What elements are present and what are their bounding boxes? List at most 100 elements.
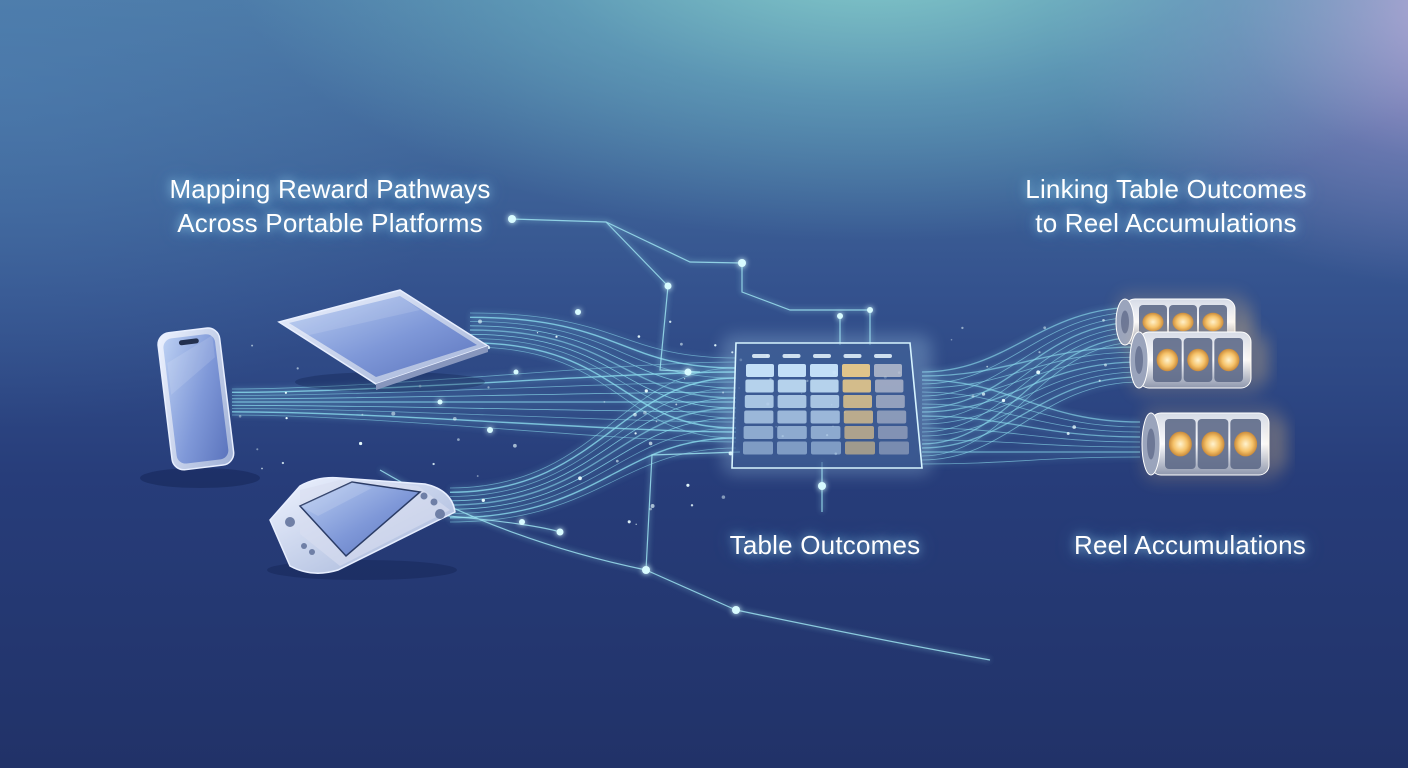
table-cell: [843, 395, 872, 408]
table-cell: [844, 426, 874, 439]
sparkle: [1038, 351, 1041, 354]
sparkle: [478, 319, 482, 324]
pathway-line: [231, 391, 737, 400]
table-cell: [878, 426, 908, 439]
node: [837, 313, 843, 319]
table-header-bar: [752, 354, 892, 358]
node: [818, 482, 826, 490]
tablet-icon: [277, 289, 490, 392]
pathway-line: [231, 414, 737, 443]
node: [642, 566, 650, 574]
sparkle: [361, 413, 364, 416]
sparkle: [648, 441, 653, 446]
node: [664, 282, 672, 290]
pathway-line: [921, 326, 1141, 421]
table-cell: [842, 364, 870, 377]
node: [556, 528, 564, 536]
table-cell: [777, 395, 807, 408]
reel-trail: [1271, 421, 1287, 467]
pathway-line: [449, 427, 737, 514]
sparkle: [627, 520, 631, 524]
node: [575, 309, 581, 315]
pathway-line: [231, 404, 737, 413]
sparkle: [536, 332, 539, 334]
table-cell: [777, 379, 807, 393]
linking-title-line1: Linking Table Outcomes: [1025, 174, 1307, 204]
sparkle: [655, 420, 658, 423]
phone-icon: [140, 327, 260, 488]
sparkle: [714, 344, 717, 347]
pathway-line: [231, 371, 737, 393]
sparkle: [683, 378, 686, 380]
pathway-line: [921, 341, 1141, 457]
table-cell: [810, 395, 840, 408]
node: [732, 606, 740, 614]
table-cell: [810, 379, 839, 393]
sparkle: [633, 412, 637, 417]
table-header-cell: [782, 354, 801, 358]
sparkle: [1043, 326, 1047, 330]
table-cell: [777, 410, 807, 424]
sparkle: [634, 432, 637, 435]
slot-reels: [1115, 293, 1287, 481]
table-cell: [778, 364, 806, 377]
sparkle: [690, 504, 694, 507]
reel-symbol: [1156, 348, 1179, 372]
node: [513, 369, 519, 375]
pathway-line: [921, 356, 1141, 401]
table-cell: [842, 379, 871, 393]
sparkle: [358, 441, 363, 446]
pathway-line: [231, 381, 737, 396]
pathway-line: [469, 312, 737, 359]
sparkle: [481, 498, 485, 502]
reel-symbol: [1168, 431, 1192, 457]
table-cell: [743, 426, 774, 439]
table-cell: [811, 441, 841, 455]
slot-reel-icon: [1129, 326, 1269, 394]
sparkle: [643, 410, 647, 415]
sparkle: [603, 400, 606, 403]
sparkle: [686, 483, 690, 487]
table-cell: [876, 395, 905, 408]
sparkle: [1001, 398, 1006, 403]
table-cell: [745, 379, 774, 393]
pathway-line: [231, 361, 737, 390]
node: [867, 307, 873, 313]
table-cell: [743, 441, 773, 455]
sparkle: [457, 438, 460, 441]
pathway-line: [449, 397, 737, 502]
table-cell: [810, 364, 838, 377]
pathway-line: [469, 329, 737, 399]
table-cells: [743, 364, 909, 455]
pathway-line: [449, 407, 737, 506]
linking-title: Linking Table Outcomes to Reel Accumulat…: [986, 172, 1346, 240]
node: [684, 368, 692, 376]
handheld-console-icon: [267, 476, 457, 580]
reel-hub: [1121, 310, 1129, 334]
sparkle: [1102, 318, 1105, 322]
table-cell: [843, 410, 873, 424]
sparkle: [649, 507, 652, 511]
table-cell: [875, 379, 904, 393]
pathway-line: [449, 367, 737, 489]
sparkle: [285, 416, 288, 420]
pathway-line: [921, 379, 1141, 423]
table-cell: [877, 410, 907, 424]
node: [437, 399, 443, 405]
network-nodes: [437, 215, 873, 614]
pathway-line: [469, 325, 737, 389]
pathway-line: [921, 381, 1141, 461]
pathway-line: [469, 321, 737, 379]
sparkle: [555, 335, 558, 338]
pathway-line: [469, 333, 737, 409]
pathway-line: [921, 427, 1141, 443]
reel-hub: [1147, 428, 1155, 460]
node: [738, 259, 746, 267]
slot-reel-icon: [1141, 407, 1287, 481]
pathway-line: [921, 403, 1141, 433]
sparkle: [578, 476, 582, 481]
table-header-cell: [843, 354, 862, 358]
sparkle: [1104, 363, 1107, 367]
pathway-line: [921, 366, 1141, 425]
reel-symbol: [1234, 431, 1258, 457]
